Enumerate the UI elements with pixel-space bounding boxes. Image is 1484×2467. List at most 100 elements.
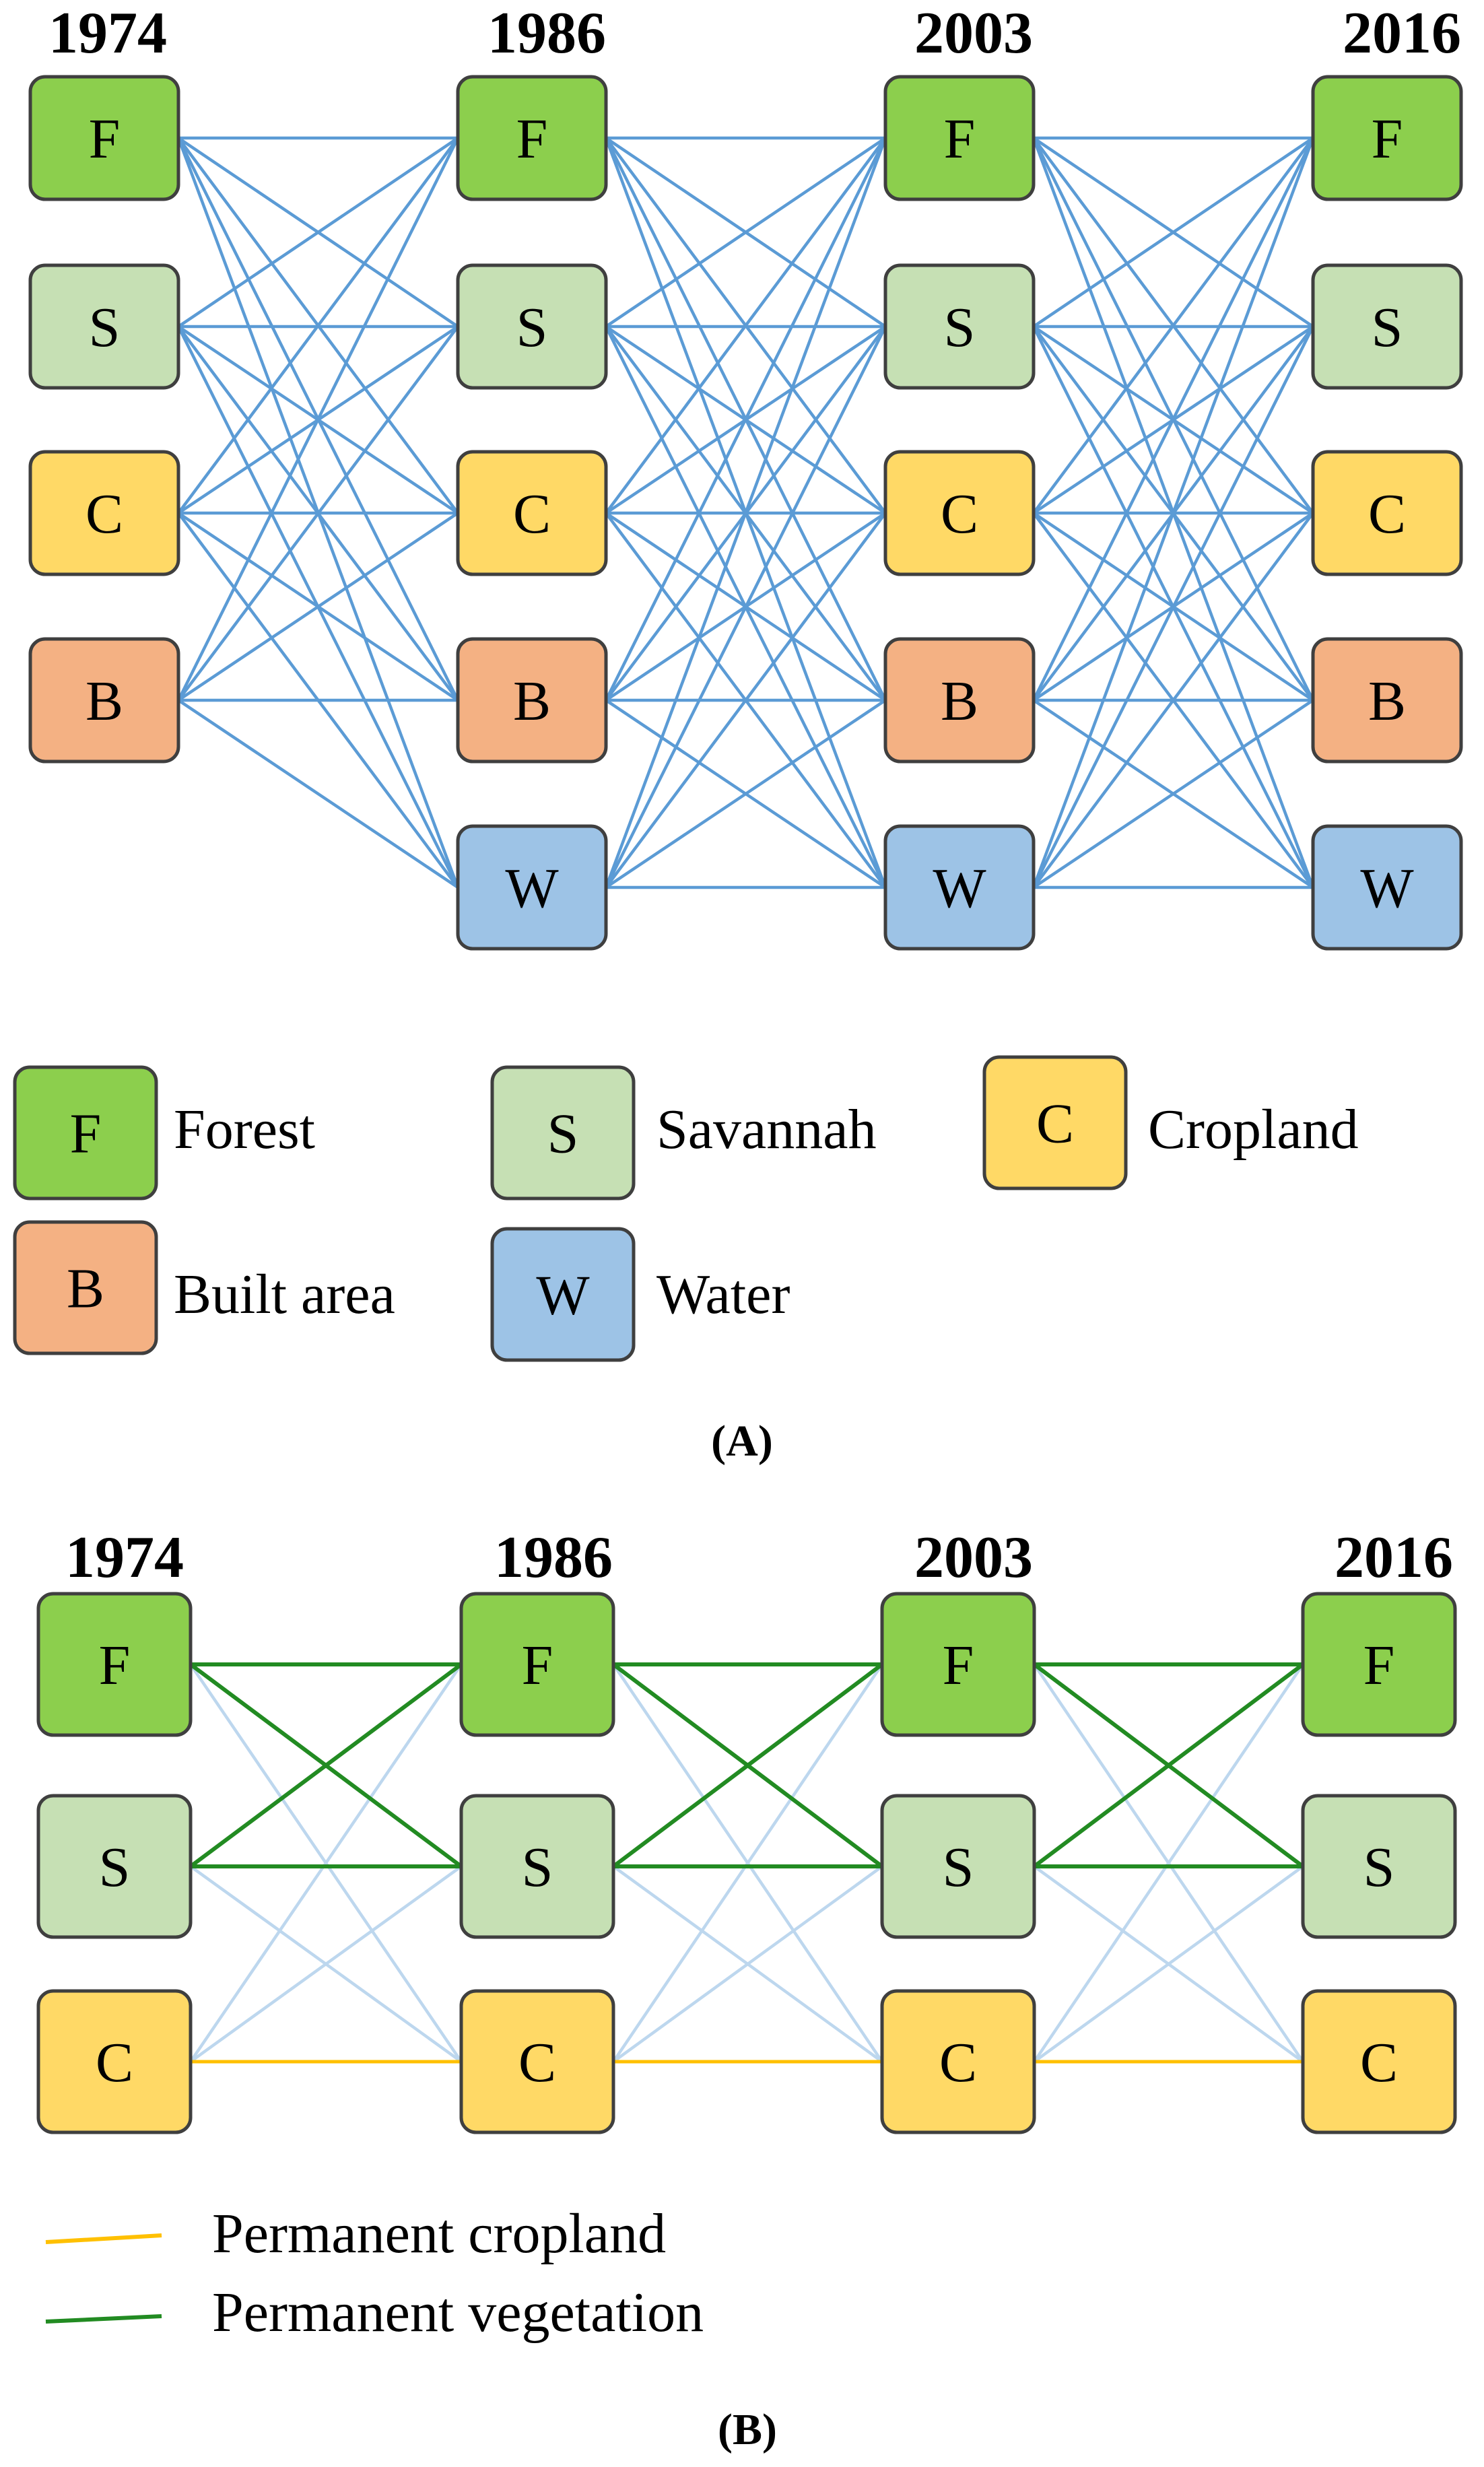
transition-link-1986-W-to-2003-F (604, 137, 887, 888)
node-label: B (86, 670, 123, 733)
legend-item-permanent_vegetation: Permanent vegetation (45, 2281, 704, 2344)
node-label: S (89, 296, 121, 359)
legend-code: W (536, 1264, 590, 1327)
node-box (28, 450, 180, 576)
panel-a-caption-letter: A (726, 1417, 758, 1466)
node-label: C (1360, 2031, 1398, 2094)
node-1974-F: F (28, 75, 180, 201)
node-label: F (99, 1634, 131, 1697)
node-box (456, 263, 608, 390)
node-box (456, 824, 608, 951)
node-2016-B: B (1311, 637, 1463, 764)
node-1974-S: S (28, 263, 180, 390)
transition-link-2003-S-to-2016-F (1032, 137, 1314, 328)
transition-link-2003-W-to-2016-S (1032, 325, 1315, 889)
node-2003-S: S (880, 1794, 1036, 1939)
transition-link-2003-C-to-2016-S (1033, 1865, 1304, 2063)
node-2003-F: F (880, 1592, 1036, 1737)
node-box (28, 75, 180, 201)
node-1974-F: F (36, 1592, 193, 1737)
node-2016-F: F (1311, 75, 1463, 201)
node-box (883, 450, 1036, 576)
node-label: F (943, 1634, 974, 1697)
node-label: C (941, 483, 978, 545)
legend-swatch (490, 1227, 636, 1362)
node-1986-W: W (456, 824, 608, 951)
panel-b-caption-close: ) (762, 2405, 777, 2454)
node-box (459, 1592, 615, 1737)
year-label-1974: 1974 (65, 1525, 184, 1590)
node-box (459, 1989, 615, 2134)
transition-link-1986-C-to-2003-F (612, 1663, 883, 2063)
node-2016-F: F (1301, 1592, 1457, 1737)
transition-link-2003-W-to-2016-C (1032, 512, 1314, 889)
node-1986-F: F (459, 1592, 615, 1737)
node-label: F (522, 1634, 553, 1697)
node-label: C (1368, 483, 1406, 545)
node-label: W (933, 857, 986, 920)
transition-link-1986-W-to-2003-S (604, 325, 887, 889)
legend-code: F (70, 1103, 102, 1165)
panel-a-caption-open: ( (711, 1417, 726, 1466)
node-label: W (1360, 857, 1414, 920)
node-box (456, 75, 608, 201)
legend-swatch (13, 1220, 158, 1355)
node-box (880, 1989, 1036, 2134)
panel-b-caption: (B) (718, 2405, 777, 2454)
node-box (880, 1794, 1036, 1939)
node-1986-C: C (456, 450, 608, 576)
node-box (880, 1592, 1036, 1737)
node-box (1311, 263, 1463, 390)
node-1974-C: C (28, 450, 180, 576)
transition-link-1974-S-to-1986-F (177, 137, 459, 328)
node-box (1301, 1592, 1457, 1737)
node-box (883, 75, 1036, 201)
node-box (883, 263, 1036, 390)
transition-link-1974-B-to-1986-F (176, 137, 460, 702)
transition-link-1974-B-to-1986-S (177, 325, 459, 702)
node-1986-B: B (456, 637, 608, 764)
node-label: B (1368, 670, 1406, 733)
node-2016-S: S (1311, 263, 1463, 390)
node-box (36, 1592, 193, 1737)
legend-line (45, 2314, 162, 2324)
node-label: W (505, 857, 559, 920)
transition-link-1986-B-to-2003-F (604, 137, 887, 702)
transition-link-1974-B-to-1986-W (177, 699, 459, 889)
node-box (28, 263, 180, 390)
node-label: S (1363, 1836, 1395, 1899)
transition-link-1986-C-to-2003-S (612, 1865, 883, 2063)
legend-label: Water (656, 1263, 790, 1326)
transition-link-1986-S-to-2003-F (612, 1662, 883, 1868)
legend-code: S (547, 1103, 579, 1165)
transition-link-2003-C-to-2016-F (1033, 1663, 1304, 2063)
node-label: S (522, 1836, 553, 1899)
node-1986-F: F (456, 75, 608, 201)
node-2003-F: F (883, 75, 1036, 201)
node-label: F (516, 108, 548, 170)
transition-link-2003-W-to-2016-F (1032, 137, 1315, 888)
node-2003-W: W (883, 824, 1036, 951)
transition-link-1974-C-to-1986-F (189, 1663, 463, 2063)
node-box (459, 1794, 615, 1939)
year-label-1974: 1974 (48, 1, 167, 66)
node-label: F (89, 108, 121, 170)
legend-code: B (67, 1258, 104, 1320)
legend-swatch (13, 1065, 158, 1201)
node-1974-B: B (28, 637, 180, 764)
panel-b-caption-open: ( (718, 2405, 733, 2454)
node-label: C (86, 483, 123, 545)
legend-code: C (1036, 1093, 1074, 1155)
node-2016-C: C (1311, 450, 1463, 576)
legend-item-permanent_cropland: Permanent cropland (45, 2202, 666, 2265)
